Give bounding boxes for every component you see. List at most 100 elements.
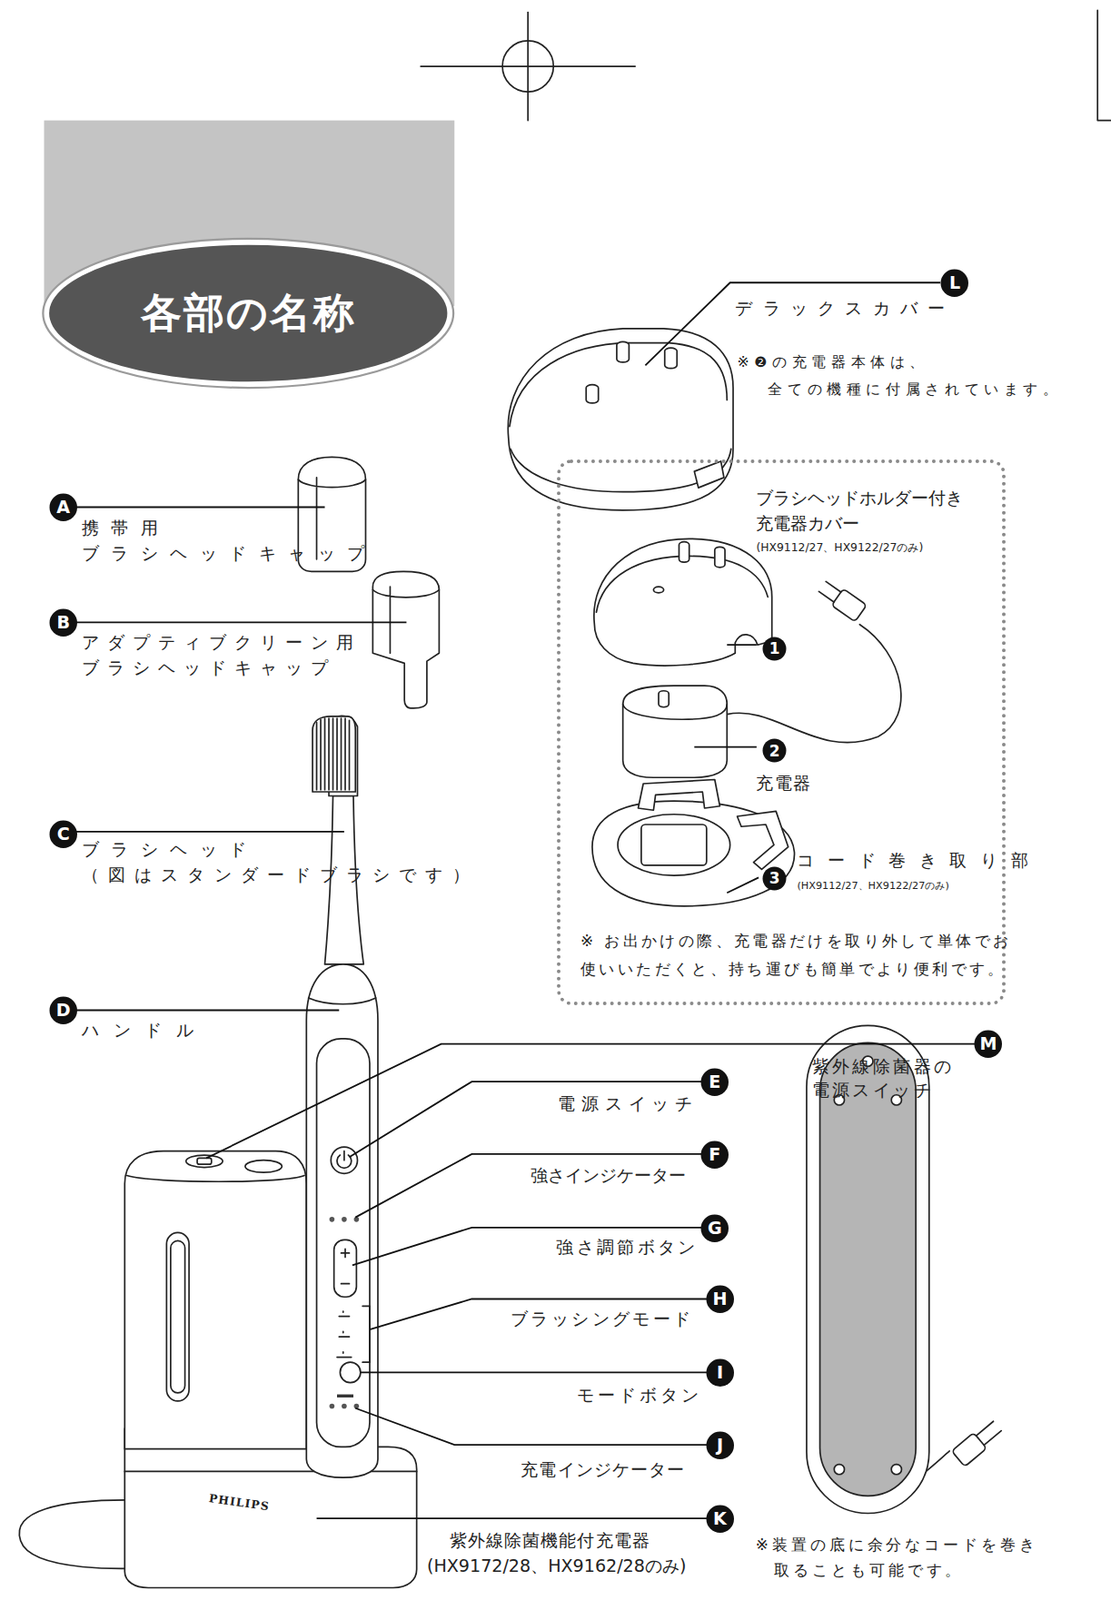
note-text: ※装置の底に余分なコードを巻き 取ることも可能です。 <box>755 1532 1062 1584</box>
power-symbol <box>337 1151 352 1170</box>
leader-lines <box>63 282 989 1519</box>
plug-body <box>831 588 867 622</box>
callout-disc <box>705 1431 734 1459</box>
cover-body <box>507 328 734 511</box>
part-label: 紫外線除菌機能付充電器 <box>449 1528 651 1555</box>
winder-opening <box>641 824 707 866</box>
toothbrush <box>306 715 378 1479</box>
option-group-box: 123ブラシヘッドホルダー付き 充電器カバー(HX9112/27、HX9122/… <box>556 459 1007 1006</box>
plug <box>816 578 867 623</box>
leader-line <box>63 831 345 834</box>
callout-circle: I <box>705 1358 735 1388</box>
part-label: 紫外線除菌器の 電源スイッチ <box>812 1055 986 1103</box>
callout-letter: J <box>705 1431 735 1460</box>
callout-letter: B <box>49 608 78 637</box>
leader-line <box>694 746 757 749</box>
callout-circle: L <box>940 268 969 298</box>
callout-disc <box>705 1505 734 1533</box>
callout-circle: E <box>700 1068 729 1097</box>
cover-pin <box>714 546 725 567</box>
charger-cover <box>594 538 773 666</box>
callout-letter: I <box>705 1358 735 1388</box>
banner-ellipse <box>49 245 447 383</box>
model-note: (HX9112/27、HX9122/27のみ) <box>755 540 923 557</box>
plug <box>952 1418 1004 1468</box>
part-label: 携帯用 ブラシヘッドキャップ <box>81 515 409 567</box>
group-heading: ブラシヘッドホルダー付き 充電器カバー <box>755 486 992 537</box>
crosshair-circle <box>502 40 554 92</box>
plug-prong <box>976 1421 1002 1446</box>
crop-mark <box>1097 9 1111 120</box>
cord-winder <box>592 780 795 907</box>
charge-dot <box>341 1404 348 1410</box>
callout-circle: F <box>700 1140 729 1170</box>
callout-number: 2 <box>762 738 787 764</box>
model-note: (HX9112/27、HX9122/27のみ) <box>796 879 949 895</box>
uv-window <box>166 1232 189 1401</box>
callout-disc <box>49 820 77 848</box>
part-label: ブラッシングモード <box>510 1307 694 1333</box>
screw <box>891 1465 902 1476</box>
leader-line <box>352 1228 715 1267</box>
callout-circle: H <box>705 1285 735 1314</box>
deluxe-cover <box>507 328 734 511</box>
banner-ring <box>42 238 454 388</box>
part-label: 充電器 <box>755 771 811 797</box>
power-button <box>330 1147 358 1174</box>
callout-circle: 2 <box>762 738 787 764</box>
part-label: ブラシヘッド <box>81 837 259 864</box>
note-text: ※❷の充電器本体は、 全ての機種に付属されています。 <box>737 348 1075 405</box>
cap-detail <box>372 586 439 654</box>
callout-letter: A <box>49 493 78 522</box>
part-label: ハンドル <box>81 1018 209 1044</box>
callout-circle: M <box>973 1030 1002 1059</box>
cover-pin <box>616 341 629 362</box>
part-label: コード巻き取り部 <box>796 848 1042 874</box>
leader-line <box>726 877 759 893</box>
intensity-button <box>334 1239 358 1298</box>
cover-pin <box>678 542 689 563</box>
title-banner <box>42 120 455 388</box>
callout-disc <box>49 608 77 636</box>
callout-circle: C <box>49 820 78 849</box>
plug-body <box>952 1433 988 1468</box>
callout-circle: A <box>49 493 78 522</box>
uv-switch <box>186 1155 223 1168</box>
bottom-view <box>806 1025 1004 1514</box>
leader-line <box>317 1517 721 1520</box>
handle-body <box>306 964 378 1479</box>
leader-line <box>355 1154 715 1219</box>
cover-edge <box>595 555 768 613</box>
charger-body <box>623 685 728 778</box>
callout-disc <box>705 1359 734 1388</box>
bristle-lines <box>317 718 350 791</box>
callout-disc <box>763 636 787 661</box>
callout-letter: H <box>705 1285 735 1314</box>
callout-letter: C <box>49 820 78 849</box>
callout-circle: 3 <box>762 866 787 892</box>
charger-top <box>623 704 728 720</box>
leader-line <box>726 644 757 646</box>
charger-pin <box>658 691 669 708</box>
leader-line <box>63 622 407 625</box>
intensity-dot <box>329 1217 336 1223</box>
uv-window-inner <box>170 1240 186 1393</box>
callout-letter: G <box>700 1214 729 1243</box>
note-text: ※ お出かけの際、充電器だけを取り外して単体でお 使いいただくと、持ち運びも簡単… <box>580 927 1031 983</box>
callout-disc <box>701 1068 729 1096</box>
bristles <box>312 716 356 793</box>
registration-mark <box>420 9 1111 120</box>
part-label: 電源スイッチ <box>494 1091 699 1118</box>
part-label: アダプティブクリーン用 ブラシヘッドキャップ <box>81 630 409 682</box>
winder-ring <box>617 814 731 876</box>
leader-line <box>349 1081 715 1158</box>
callout-disc <box>974 1031 1002 1059</box>
part-label: 強さインジケーター <box>482 1163 687 1190</box>
page-title: 各部の名称 <box>49 282 447 344</box>
uv-switch-key <box>197 1158 212 1165</box>
winder-arm <box>638 780 721 812</box>
callout-number: 3 <box>762 866 787 892</box>
part-label: 充電インジケーター <box>520 1458 685 1484</box>
